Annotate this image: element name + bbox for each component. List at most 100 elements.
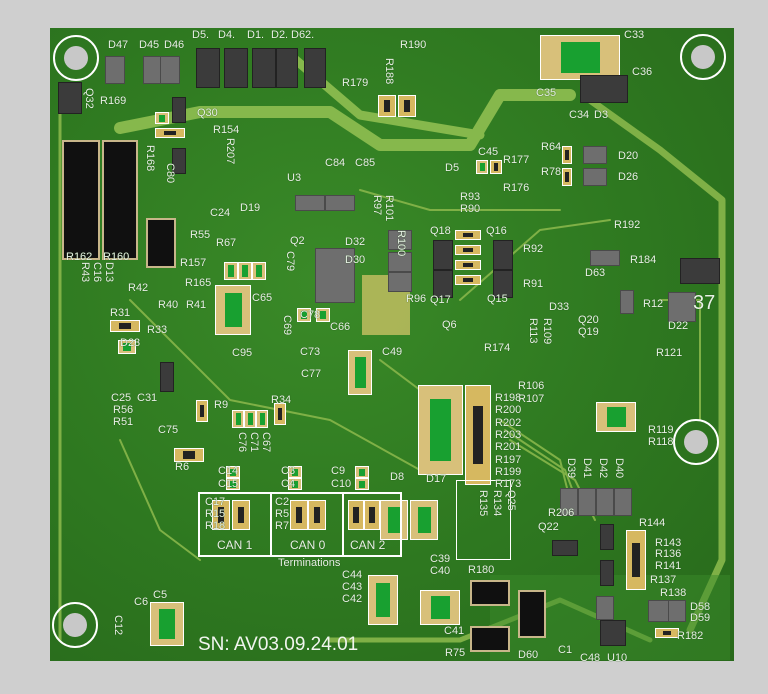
designator-label: Q15: [487, 293, 508, 305]
designator-label: D1.: [247, 29, 265, 41]
resistor: [465, 385, 491, 485]
capacitor: [380, 500, 408, 540]
designator-label: U10: [607, 652, 628, 664]
designator-label: R75: [445, 647, 466, 659]
designator-label: R90: [460, 203, 481, 215]
mounting-hole: [680, 34, 726, 80]
designator-label: R188: [383, 58, 395, 85]
designator-label: D20: [618, 150, 639, 162]
ic-package: [388, 230, 412, 250]
designator-label: D32: [345, 236, 366, 248]
diode-package: [252, 48, 276, 88]
designator-label: D2.: [271, 29, 289, 41]
resistor: [378, 95, 396, 117]
capacitor: [226, 466, 240, 478]
designator-label: R40: [158, 299, 179, 311]
designator-label: R78: [541, 166, 562, 178]
designator-label: C76: [236, 432, 248, 453]
ic-package: [596, 596, 614, 620]
diode-package: [600, 560, 614, 586]
diode-package: [304, 48, 326, 88]
capacitor: [540, 35, 620, 80]
designator-label: D26: [618, 171, 639, 183]
can2-termination-box: [342, 492, 402, 557]
designator-label: D45: [139, 39, 160, 51]
designator-label: R144: [639, 517, 666, 529]
designator-label: C39: [430, 553, 451, 565]
ic-package: [668, 292, 696, 322]
ic-package: [160, 56, 180, 84]
designator-label: 37: [693, 292, 716, 314]
designator-label: R169: [100, 95, 127, 107]
designator-label: R41: [186, 299, 207, 311]
designator-label: R12: [643, 298, 664, 310]
designator-label: Q25: [505, 490, 517, 511]
designator-label: R67: [216, 237, 237, 249]
resistor: [155, 128, 185, 138]
capacitor: [410, 500, 438, 540]
capacitor: [238, 262, 252, 280]
designator-label: Q16: [486, 225, 507, 237]
designator-label: D3: [594, 109, 609, 121]
terminations-label: Terminations: [278, 557, 341, 569]
designator-label: R160: [103, 251, 130, 263]
designator-label: R93: [460, 191, 481, 203]
designator-label: C1: [558, 644, 573, 656]
diode-package: [580, 75, 628, 103]
designator-label: R92: [523, 243, 544, 255]
capacitor: [355, 478, 369, 490]
designator-label: C3: [281, 465, 296, 477]
designator-label: C79: [284, 251, 296, 272]
ic-package: [295, 195, 325, 211]
diode-package: [172, 97, 186, 123]
designator-label: D39: [565, 458, 577, 479]
ic-package: [578, 488, 596, 516]
designator-label: R31: [110, 307, 131, 319]
designator-label: C40: [430, 565, 451, 577]
resistor: [212, 500, 230, 530]
resistor: [455, 245, 481, 255]
designator-label: R91: [523, 278, 544, 290]
outline-box: [456, 480, 511, 560]
designator-label: R136: [655, 548, 682, 560]
designator-label: C42: [342, 593, 363, 605]
designator-label: C41: [444, 625, 465, 637]
designator-label: D4.: [218, 29, 236, 41]
diode-package: [276, 48, 298, 88]
capacitor: [215, 285, 251, 335]
capacitor: [476, 160, 488, 174]
designator-label: D22: [668, 320, 689, 332]
designator-label: Q30: [197, 107, 218, 119]
designator-label: C85: [355, 157, 376, 169]
designator-label: C77: [301, 368, 322, 380]
designator-label: C5: [153, 589, 168, 601]
designator-label: C95: [232, 347, 253, 359]
resistor: [232, 500, 250, 530]
serial-number: SN: AV03.09.24.01: [198, 634, 359, 655]
designator-label: R101: [383, 195, 395, 222]
can2-label: CAN 2: [350, 538, 386, 552]
mounting-hole: [53, 35, 99, 81]
ic-package: [388, 252, 412, 272]
designator-label: R179: [342, 77, 369, 89]
ic-package: [648, 600, 670, 622]
designator-label: C4: [281, 478, 296, 490]
designator-label: C25: [111, 392, 132, 404]
designator-label: R203: [495, 429, 522, 441]
designator-label: R207: [224, 138, 236, 165]
diode-package: [493, 240, 513, 270]
capacitor: [232, 410, 244, 428]
designator-label: C49: [382, 346, 403, 358]
power-resistor: [470, 626, 510, 652]
ic-package: [590, 250, 620, 266]
mounting-hole: [52, 602, 98, 648]
designator-label: R5: [275, 508, 290, 520]
designator-label: Q32: [83, 88, 95, 109]
designator-label: C17: [205, 496, 226, 508]
capacitor: [316, 308, 330, 322]
diode-package: [172, 148, 186, 174]
designator-label: R157: [180, 257, 207, 269]
designator-label: D46: [164, 39, 185, 51]
designator-label: D60: [518, 649, 539, 661]
capacitor: [244, 410, 256, 428]
